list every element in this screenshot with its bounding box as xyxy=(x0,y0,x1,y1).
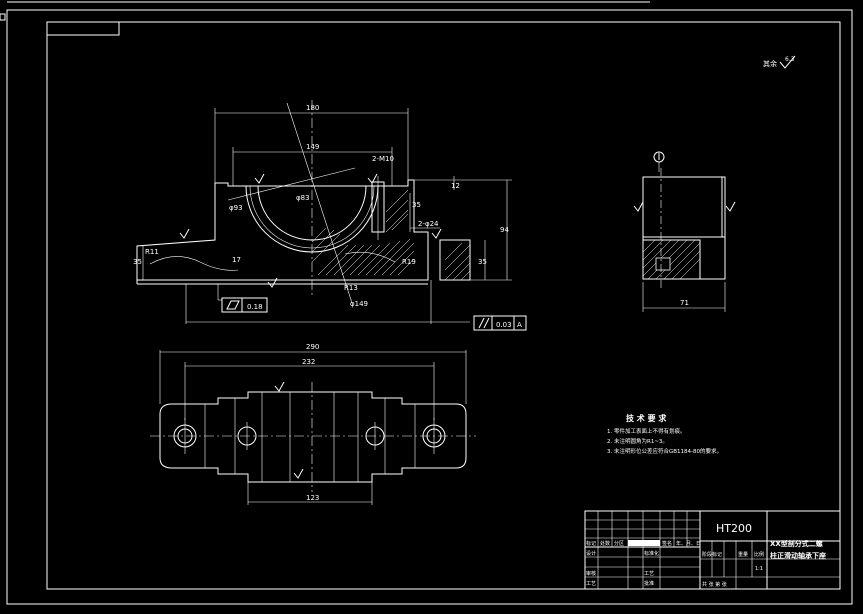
dim-2dia24: 2-φ24 xyxy=(418,220,439,228)
roughness-mark xyxy=(179,228,190,239)
note-item: 2. 未注明圆角为R1~3。 xyxy=(607,437,668,445)
tb-scale: 比例 xyxy=(754,551,764,558)
tb-sheets: 共 张 第 张 xyxy=(702,581,727,588)
roughness-value: 6.3 xyxy=(785,56,795,63)
part-name-line1: XX型剖分式二螺 xyxy=(770,539,823,548)
title-block: HT200 XX型剖分式二螺 柱正滑动轴承下座 标记 处数 分区 签名 年、月、… xyxy=(584,510,841,590)
dim-front-width: 180 xyxy=(306,104,319,112)
dim-r13: R13 xyxy=(344,284,358,292)
tb-sign: 签名 xyxy=(662,540,672,547)
roughness-mark xyxy=(431,228,442,239)
tb-stage: 阶段标记 xyxy=(702,551,722,558)
notes-title: 技 术 要 求 xyxy=(626,413,667,423)
dim-r17: 17 xyxy=(232,256,241,264)
front-hatch xyxy=(311,189,415,276)
dim-dia149: φ149 xyxy=(350,300,368,308)
dim-dia83: φ83 xyxy=(296,194,310,202)
tb-process: 工艺 xyxy=(586,581,596,587)
tb-craft: 工艺 xyxy=(644,571,654,577)
tb-count: 处数 xyxy=(600,540,610,547)
outer-frame xyxy=(6,9,853,605)
corner-mark xyxy=(0,13,6,21)
plan-view: 290 232 123 xyxy=(150,343,476,505)
note-item: 3. 未注明形位公差应符合GB1184-80的要求。 xyxy=(607,447,722,455)
roughness-mark xyxy=(267,277,278,288)
flatness-value: 0.18 xyxy=(247,303,263,311)
tb-date: 年、月、日 xyxy=(676,540,701,547)
material-label: HT200 xyxy=(716,522,752,535)
tb-design: 设计 xyxy=(586,550,596,557)
note-item: 1. 零件加工表面上不得有划痕。 xyxy=(607,427,686,435)
tb-review: 审核 xyxy=(586,570,596,577)
dim-h94: 94 xyxy=(500,226,509,234)
tb-marks: 标记 xyxy=(586,540,596,547)
datum-label: A xyxy=(517,321,522,329)
tb-approve: 批准 xyxy=(644,580,654,587)
parallel-value: 0.03 xyxy=(496,321,512,329)
dim-dia93: φ93 xyxy=(229,204,243,212)
tb-weight: 重量 xyxy=(738,551,748,558)
dim-h35-right: 35 xyxy=(478,258,487,266)
top-left-code-box xyxy=(46,21,120,36)
inner-frame xyxy=(46,21,841,590)
roughness-symbol: 其余 6.3 xyxy=(763,55,796,69)
dim-plan-232: 232 xyxy=(302,358,315,366)
dim-plan-290: 290 xyxy=(306,343,319,351)
parallelism-tolerance-frame: 0.03 A xyxy=(473,315,527,331)
side-view: 71 xyxy=(633,151,736,312)
dim-h35-left: 35 xyxy=(133,258,142,266)
front-view: 180 149 2-M10 φ93 φ83 R11 17 R13 R19 φ14… xyxy=(133,100,527,331)
tb-zone: 分区 xyxy=(614,540,624,547)
dim-r11: R11 xyxy=(145,248,159,256)
roughness-mark xyxy=(254,173,265,184)
roughness-mark xyxy=(367,173,378,184)
dim-r19: R19 xyxy=(402,258,416,266)
dim-side-width: 71 xyxy=(680,299,689,307)
dim-plan-123: 123 xyxy=(306,494,319,502)
technical-notes: 技 术 要 求 1. 零件加工表面上不得有划痕。 2. 未注明圆角为R1~3。 … xyxy=(607,413,722,455)
dim-thread: 2-M10 xyxy=(372,155,394,163)
part-name-line2: 柱正滑动轴承下座 xyxy=(770,551,826,560)
dim-inner-width: 149 xyxy=(306,143,319,151)
flatness-tolerance-frame: 0.18 xyxy=(217,284,268,313)
tb-standard: 标准化 xyxy=(644,550,659,557)
roughness-label: 其余 xyxy=(763,59,777,68)
dim-h35-mid: 35 xyxy=(412,201,421,209)
dim-h12: 12 xyxy=(451,182,460,190)
tb-scale-value: 1:1 xyxy=(755,566,763,572)
